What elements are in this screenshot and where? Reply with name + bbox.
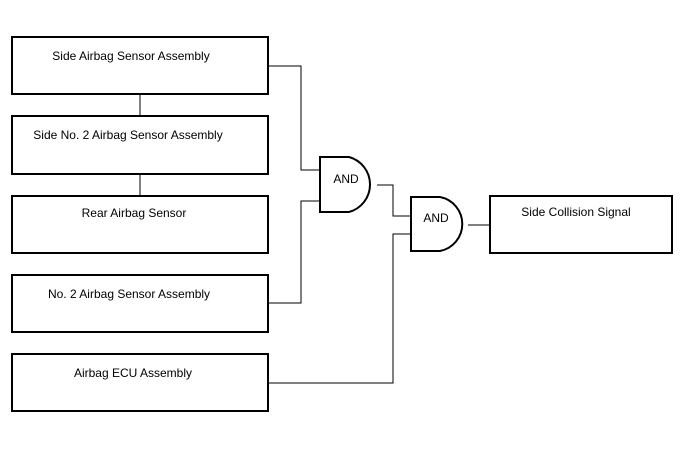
side-collision-signal-box: Side Collision Signal (489, 195, 673, 254)
side-airbag-sensor-box: Side Airbag Sensor Assembly (11, 36, 269, 95)
and-gate-2-label: AND (423, 211, 449, 225)
wire-no2-sensor-to-gate1 (268, 200, 320, 304)
side-collision-signal-label: Side Collision Signal (521, 205, 630, 219)
wire-gate1-to-gate2 (377, 184, 411, 217)
airbag-ecu-label: Airbag ECU Assembly (74, 366, 192, 380)
rear-airbag-sensor-label: Rear Airbag Sensor (82, 206, 187, 220)
and-gate-1-label: AND (333, 172, 359, 186)
rear-airbag-sensor-box: Rear Airbag Sensor (11, 195, 269, 254)
no2-airbag-sensor-box: No. 2 Airbag Sensor Assembly (11, 274, 269, 333)
side-airbag-sensor-label: Side Airbag Sensor Assembly (52, 49, 209, 63)
and-gate-1: AND (319, 156, 371, 213)
side-no2-airbag-sensor-box: Side No. 2 Airbag Sensor Assembly (11, 115, 269, 175)
side-no2-airbag-sensor-label: Side No. 2 Airbag Sensor Assembly (33, 128, 222, 142)
airbag-ecu-box: Airbag ECU Assembly (11, 353, 269, 412)
wire-side-airbag-to-gate1 (268, 65, 320, 171)
wire-airbag-ecu-to-gate2 (268, 233, 411, 384)
and-gate-2: AND (410, 196, 464, 252)
no2-airbag-sensor-label: No. 2 Airbag Sensor Assembly (48, 287, 210, 301)
